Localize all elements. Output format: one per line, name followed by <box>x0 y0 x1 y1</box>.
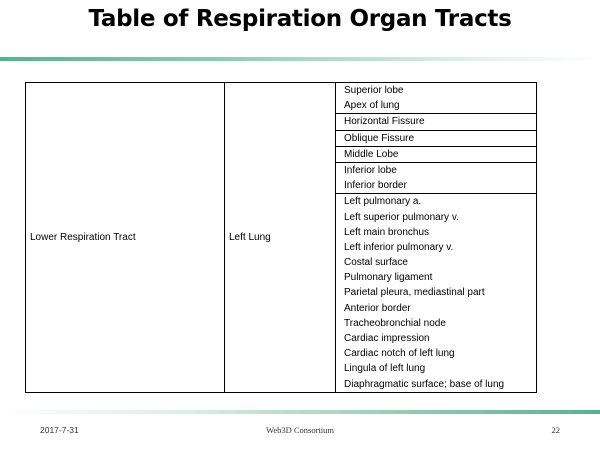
table-row: Left pulmonary a. Left superior pulmonar… <box>26 193 537 393</box>
part-label: Horizontal Fissure <box>344 116 425 128</box>
part-label: Left main bronchus <box>344 226 430 238</box>
table-row: Inferior lobe Inferior border <box>26 161 537 195</box>
part-label: Left pulmonary a. <box>344 196 422 208</box>
footer-date: 2017-7-31 <box>40 425 79 435</box>
part-label: Parietal pleura, mediastinal part <box>344 287 485 299</box>
part-label: Tracheobronchial node <box>344 317 446 329</box>
part-label: Anterior border <box>344 302 411 314</box>
bottom-divider <box>0 410 600 414</box>
part-label: Apex of lung <box>344 100 400 112</box>
part-cell: Inferior lobe Inferior border <box>335 161 537 195</box>
part-label: Middle Lobe <box>344 148 399 160</box>
organ-cell: Left Lung <box>224 82 336 393</box>
part-cell: Superior lobe Apex of lung <box>335 81 537 115</box>
footer-organization: Web3D Consortium <box>265 425 335 435</box>
page-title: Table of Respiration Organ Tracts <box>88 6 512 32</box>
part-cell: Oblique Fissure <box>335 129 537 147</box>
part-cell: Left pulmonary a. Left superior pulmonar… <box>335 193 537 393</box>
part-label: Left superior pulmonary v. <box>344 211 459 223</box>
tract-cell: Lower Respiration Tract <box>25 82 225 393</box>
organ-table: Lower Respiration Tract Left Lung Superi… <box>25 81 537 393</box>
part-label: Inferior lobe <box>344 164 397 176</box>
part-cell: Horizontal Fissure <box>335 113 537 131</box>
part-label: Costal surface <box>344 257 408 269</box>
part-label: Lingula of left lung <box>344 363 426 375</box>
part-label: Diaphragmatic surface; base of lung <box>344 378 505 390</box>
part-cell: Middle Lobe <box>335 145 537 163</box>
part-label: Inferior border <box>344 180 407 192</box>
part-label: Superior lobe <box>344 85 404 96</box>
part-label: Cardiac notch of left lung <box>344 348 455 360</box>
table-row: Lower Respiration Tract Left Lung Superi… <box>25 81 537 393</box>
page-number: 22 <box>551 425 561 435</box>
part-label: Cardiac impression <box>344 333 430 344</box>
part-label: Oblique Fissure <box>344 132 415 144</box>
part-label: Left inferior pulmonary v. <box>344 241 454 253</box>
top-divider <box>0 57 600 61</box>
part-label: Pulmonary ligament <box>344 272 433 284</box>
